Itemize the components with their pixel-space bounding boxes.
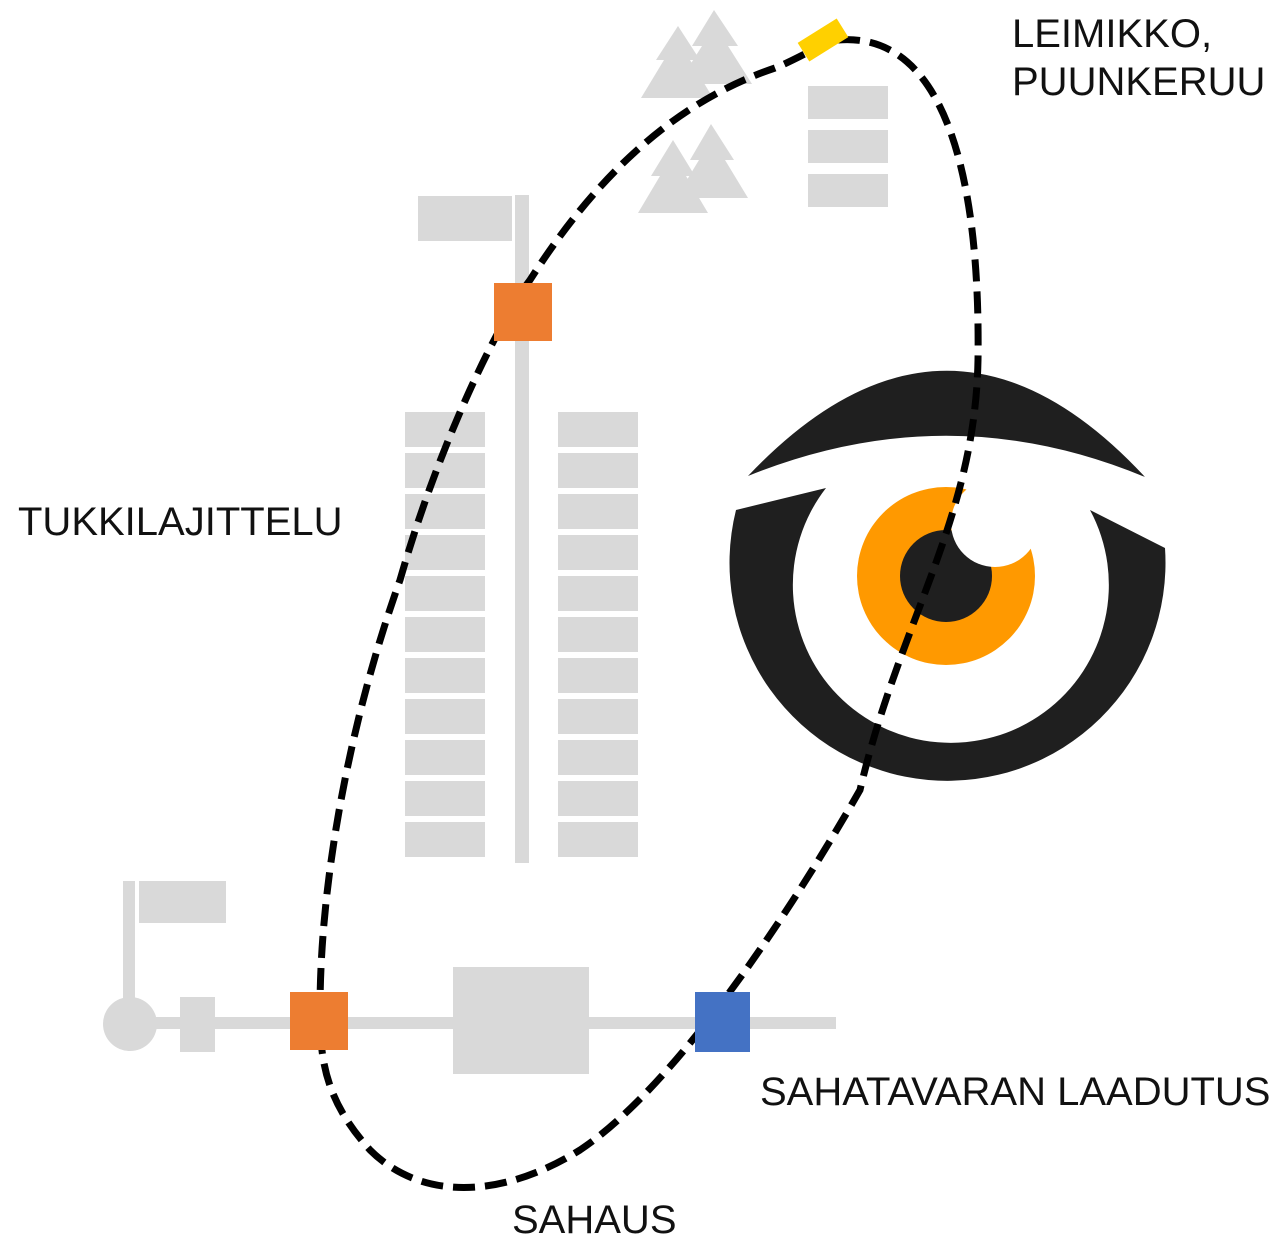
tree-icon bbox=[638, 124, 748, 213]
forest-schematic bbox=[638, 10, 888, 213]
sorting-flag bbox=[418, 196, 512, 241]
tree-icon bbox=[641, 10, 752, 98]
label-tukkilajittelu: TUKKILAJITTELU bbox=[18, 500, 343, 544]
node-tukkilajittelu bbox=[494, 283, 552, 341]
label-sahatavaran-laadutus: SAHATAVARAN LAADUTUS bbox=[760, 1070, 1271, 1114]
node-sahaus bbox=[290, 992, 348, 1050]
label-leimikko-line2: PUUNKERUU bbox=[1012, 60, 1266, 104]
node-sahatavaran-laadutus bbox=[695, 992, 750, 1052]
process-loop-path bbox=[316, 36, 982, 1191]
left-sorting-bins bbox=[405, 412, 485, 857]
label-leimikko-line1: LEIMIKKO, bbox=[1012, 12, 1213, 56]
right-sorting-bins bbox=[558, 412, 638, 857]
label-leimikko: LEIMIKKO, PUUNKERUU bbox=[1012, 10, 1265, 106]
log-stack bbox=[808, 86, 888, 207]
label-sahaus: SAHAUS bbox=[512, 1198, 677, 1242]
node-leimikko bbox=[797, 18, 849, 62]
eye-icon bbox=[729, 370, 1166, 781]
sorting-rail bbox=[515, 195, 529, 863]
